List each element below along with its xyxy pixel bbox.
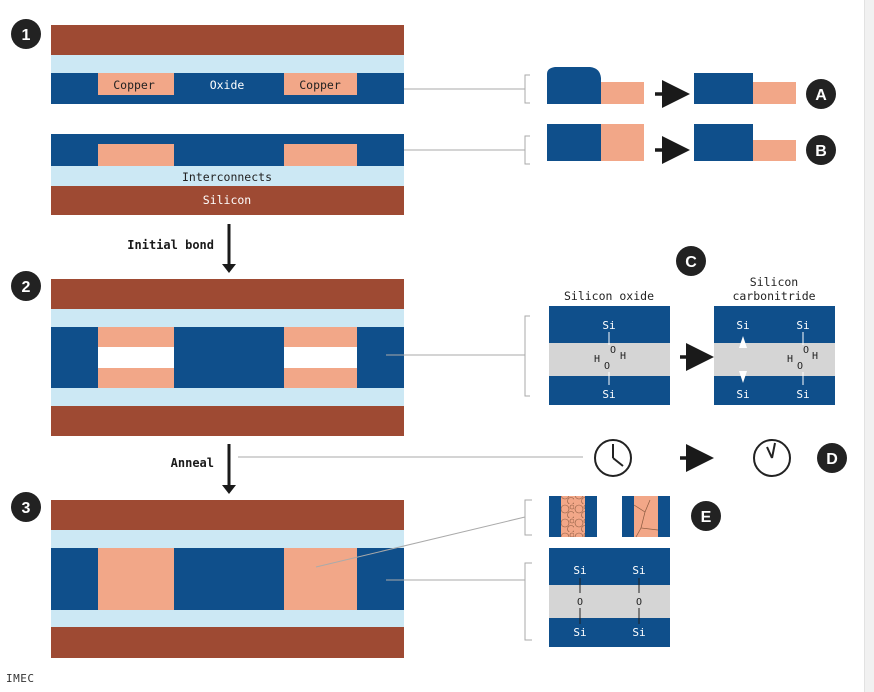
callout-badge-d: D [817,443,847,473]
clock-fast-icon [753,439,791,477]
svg-text:3: 3 [22,500,31,517]
callout-badge-b: B [806,135,836,165]
copper-label-right: Copper [299,78,341,92]
oxide-label: Oxide [210,78,245,92]
detail-e-bonded-oxide: Si O Si Si O Si [549,548,670,647]
silicon-oxide-detail: Silicon oxide Si O H H O Si [549,289,670,405]
initial-bond-label: Initial bond [127,238,214,252]
svg-text:O: O [604,361,610,372]
svg-text:2: 2 [22,279,31,296]
svg-text:Si: Si [736,388,749,401]
silicon-carbonitride-title-2: carbonitride [732,289,815,303]
detail-a [547,67,796,108]
svg-text:O: O [803,345,809,356]
top-interconnect-layer [51,55,404,73]
copper-pad-right [284,73,357,95]
anneal-transition: Anneal [171,444,583,494]
step-badge-2: 2 [11,271,41,301]
callout-badge-e: E [691,501,721,531]
svg-text:B: B [815,143,827,160]
callout-connector-c [386,315,530,397]
detail-b [547,124,796,164]
callout-badge-c: C [676,246,706,276]
svg-text:Si: Si [796,388,809,401]
svg-text:Si: Si [632,626,645,639]
svg-text:A: A [815,87,827,104]
svg-text:O: O [610,345,616,356]
svg-text:Si: Si [736,319,749,332]
bottom-interconnect-layer [51,166,404,186]
callout-connectors-ab [404,74,530,165]
anneal-label: Anneal [171,456,214,470]
svg-text:D: D [826,451,838,468]
silicon-carbonitride-detail: Silicon carbonitride Si Si O H H O Si Si [714,275,835,405]
svg-text:Si: Si [632,564,645,577]
interconnects-label: Interconnects [182,170,272,184]
svg-text:O: O [797,361,803,372]
silicon-carbonitride-title-1: Silicon [750,275,798,289]
step-badge-3: 3 [11,492,41,522]
detail-e-grains [549,496,670,538]
svg-text:Si: Si [573,626,586,639]
svg-text:H: H [787,354,793,365]
svg-text:O: O [577,597,583,608]
clock-icon [594,439,632,477]
silicon-label: Silicon [203,193,251,207]
copper-pad-bottom-left [98,144,174,166]
copper-pad-left [98,73,174,95]
bottom-silicon-layer [51,186,404,215]
page-scrollbar[interactable] [864,0,874,692]
svg-text:E: E [701,509,712,526]
svg-text:H: H [812,351,818,362]
silicon-oxide-title: Silicon oxide [564,289,654,303]
svg-text:1: 1 [22,27,31,44]
svg-text:C: C [685,254,697,271]
image-credit: IMEC [6,672,35,685]
callout-badge-a: A [806,79,836,109]
svg-text:Si: Si [573,564,586,577]
svg-text:H: H [620,351,626,362]
top-silicon-layer [51,25,404,55]
svg-text:Si: Si [796,319,809,332]
step-badge-1: 1 [11,19,41,49]
copper-pad-bottom-right [284,144,357,166]
svg-text:H: H [594,354,600,365]
svg-text:O: O [636,597,642,608]
initial-bond-transition: Initial bond [127,224,236,273]
step-1-wafers: Copper Oxide Copper Interconnects Silico… [51,25,404,215]
copper-label-left: Copper [113,78,155,92]
svg-text:Si: Si [602,319,615,332]
svg-text:Si: Si [602,388,615,401]
callout-connector-e [315,499,532,641]
step-2-wafers [51,279,404,436]
step-3-wafers [51,500,404,658]
